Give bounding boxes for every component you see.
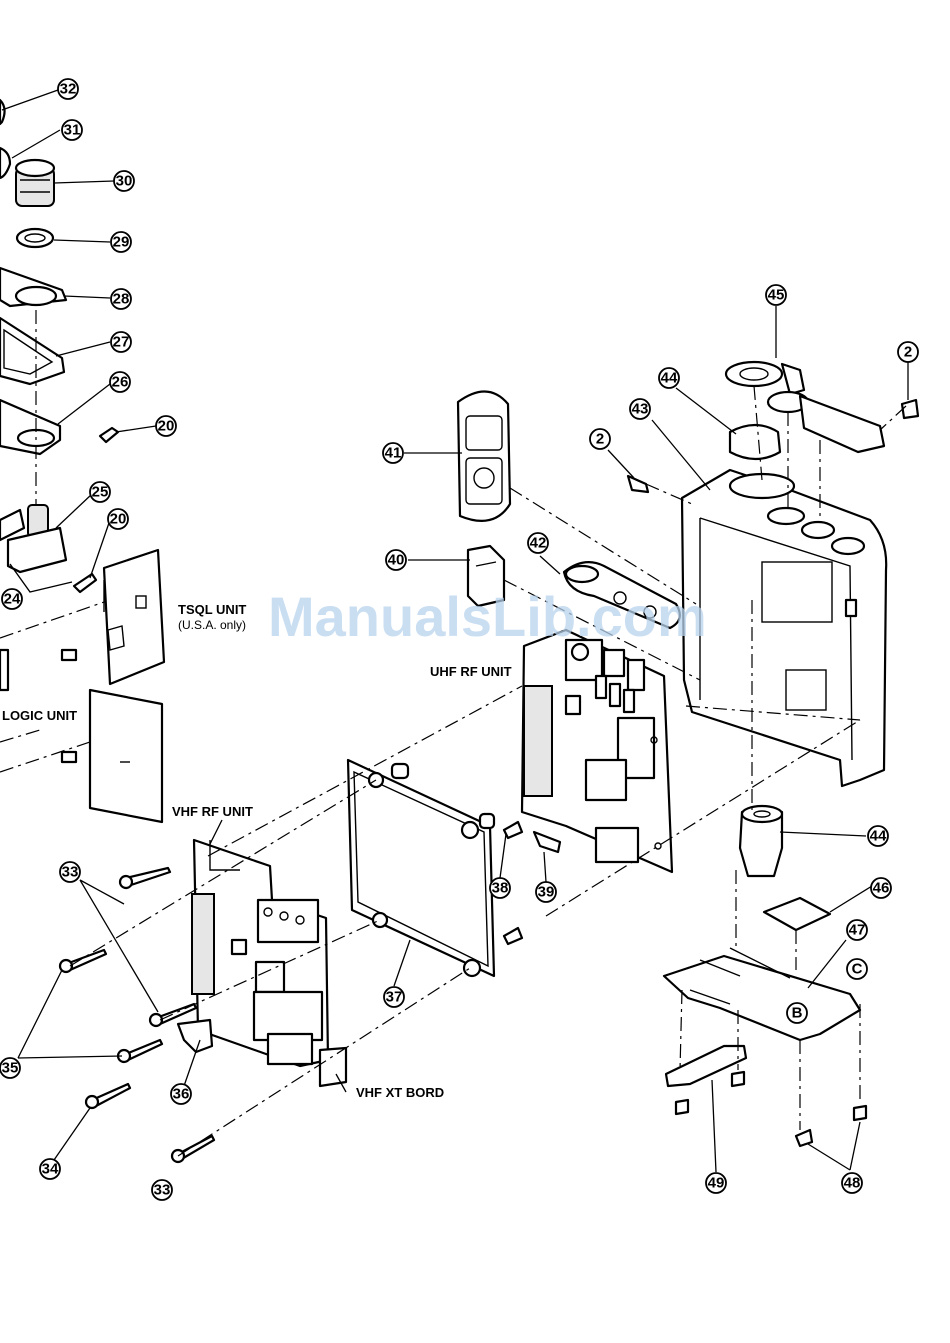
callout-37: 37 — [384, 987, 404, 1007]
svg-text:B: B — [792, 1005, 803, 1022]
screws-48 — [676, 1072, 866, 1146]
svg-text:41: 41 — [385, 445, 402, 462]
svg-text:28: 28 — [113, 291, 130, 308]
callout-31: 31 — [62, 120, 82, 140]
rear-case-43 — [682, 470, 886, 786]
svg-text:44: 44 — [870, 828, 887, 845]
callout-47: 47 — [847, 920, 867, 940]
label-uhf-rf-unit: UHF RF UNIT — [430, 664, 512, 679]
callout-35: 35 — [0, 1058, 20, 1078]
svg-text:48: 48 — [844, 1175, 861, 1192]
callout-27: 27 — [111, 332, 131, 352]
svg-text:31: 31 — [64, 122, 81, 139]
svg-text:2: 2 — [596, 431, 604, 448]
watermark: ManualsLib.com — [268, 585, 707, 648]
svg-text:26: 26 — [112, 374, 129, 391]
svg-text:39: 39 — [538, 884, 555, 901]
svg-text:40: 40 — [388, 552, 405, 569]
callout-2-right: 2 — [898, 342, 918, 362]
callout-28: 28 — [111, 289, 131, 309]
left-knob-stack — [0, 100, 118, 772]
svg-text:37: 37 — [386, 989, 403, 1006]
callout-B: B — [787, 1003, 807, 1023]
callout-2-mid: 2 — [590, 429, 610, 449]
callout-42: 42 — [528, 533, 548, 553]
tsql-unit-board — [104, 550, 164, 684]
callout-30: 30 — [114, 171, 134, 191]
callout-24: 24 — [2, 589, 22, 609]
plate-47 — [664, 948, 860, 1040]
rear-panel-41 — [458, 391, 510, 520]
label-vhf-rf-unit: VHF RF UNIT — [172, 804, 253, 819]
callout-26: 26 — [110, 372, 130, 392]
callout-46: 46 — [871, 878, 891, 898]
svg-text:24: 24 — [4, 591, 21, 608]
svg-text:34: 34 — [42, 1161, 59, 1178]
svg-text:35: 35 — [2, 1060, 19, 1077]
svg-text:2: 2 — [904, 344, 912, 361]
svg-text:38: 38 — [492, 880, 509, 897]
callout-39: 39 — [536, 882, 556, 902]
svg-text:29: 29 — [113, 234, 130, 251]
svg-text:25: 25 — [92, 484, 109, 501]
svg-text:33: 33 — [154, 1182, 171, 1199]
callout-44-bottom: 44 — [868, 826, 888, 846]
label-vhf-xt-bord: VHF XT BORD — [356, 1085, 444, 1100]
svg-text:27: 27 — [113, 334, 130, 351]
callout-44-top: 44 — [659, 368, 679, 388]
callout-49: 49 — [706, 1173, 726, 1193]
callout-20-top: 20 — [156, 416, 176, 436]
svg-text:33: 33 — [62, 864, 79, 881]
callout-40: 40 — [386, 550, 406, 570]
callout-33-bottom: 33 — [152, 1180, 172, 1200]
svg-text:47: 47 — [849, 922, 866, 939]
callout-C: C — [847, 959, 867, 979]
svg-text:C: C — [852, 961, 863, 978]
callout-20-mid: 20 — [108, 509, 128, 529]
svg-text:42: 42 — [530, 535, 547, 552]
svg-text:43: 43 — [632, 401, 649, 418]
callout-33-top: 33 — [60, 862, 80, 882]
vhf-rf-unit — [192, 840, 346, 1086]
svg-text:44: 44 — [661, 370, 678, 387]
callout-38: 38 — [490, 878, 510, 898]
callout-48: 48 — [842, 1173, 862, 1193]
callout-43: 43 — [630, 399, 650, 419]
callout-34: 34 — [40, 1159, 60, 1179]
svg-text:45: 45 — [768, 287, 785, 304]
svg-text:32: 32 — [60, 81, 77, 98]
callout-36: 36 — [171, 1084, 191, 1104]
screw-20-top — [100, 428, 118, 442]
callout-41: 41 — [383, 443, 403, 463]
callout-29: 29 — [111, 232, 131, 252]
label-logic-unit: LOGIC UNIT — [2, 708, 77, 723]
pad-46 — [764, 898, 830, 930]
shield-plate-37 — [348, 760, 494, 976]
callout-25: 25 — [90, 482, 110, 502]
label-tsql-unit: TSQL UNIT — [178, 602, 246, 617]
svg-text:30: 30 — [116, 173, 133, 190]
callout-32: 32 — [58, 79, 78, 99]
svg-text:46: 46 — [873, 880, 890, 897]
svg-text:20: 20 — [110, 511, 127, 528]
label-tsql-note: (U.S.A. only) — [178, 618, 246, 632]
logic-unit-board — [90, 690, 162, 822]
svg-text:36: 36 — [173, 1086, 190, 1103]
svg-text:20: 20 — [158, 418, 175, 435]
connector-44 — [740, 806, 782, 876]
screw-20-mid — [74, 574, 96, 592]
svg-text:49: 49 — [708, 1175, 725, 1192]
callout-45: 45 — [766, 285, 786, 305]
